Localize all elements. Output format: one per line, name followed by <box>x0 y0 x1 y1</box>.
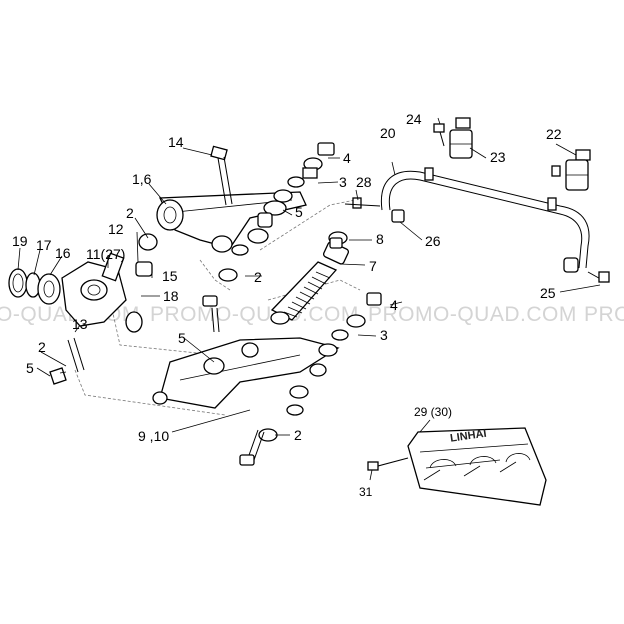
guide-shock-top <box>259 199 356 251</box>
watermark-center-b: PROMO-QUAD.COM <box>368 303 577 326</box>
callout-5-mid: 5 <box>295 204 303 220</box>
callout-1-6: 1,6 <box>132 171 152 187</box>
callout-20: 20 <box>380 125 396 141</box>
callout-25: 25 <box>540 285 556 301</box>
lower-a-arm <box>152 337 340 409</box>
guide-knuckle-arm <box>109 299 246 359</box>
bar-clamps <box>433 117 591 191</box>
callout-17: 17 <box>36 237 52 253</box>
callout-7: 7 <box>369 258 377 274</box>
callouts: 14 4 3 1,6 2 5 8 7 2 12 11(27) 15 18 16 … <box>12 111 562 499</box>
guide-knuckle-lower <box>74 369 226 416</box>
callout-26: 26 <box>425 233 441 249</box>
callout-8: 8 <box>376 231 384 247</box>
callout-2-knuckle: 2 <box>38 339 46 355</box>
middle-fasteners <box>202 197 381 333</box>
guard-emblem-text: LINHAI <box>449 428 487 445</box>
callout-29-30: 29 (30) <box>414 405 452 419</box>
watermark: O-QUAD.COM PROMO-QUAD.COM PROMO-QUAD.COM… <box>0 303 624 326</box>
callout-19: 19 <box>12 233 28 249</box>
callout-12: 12 <box>108 221 124 237</box>
callout-14: 14 <box>168 134 184 150</box>
callout-2-left: 2 <box>126 205 134 221</box>
leader-lines <box>17 117 601 481</box>
knuckle-assembly <box>8 233 158 385</box>
guard-plate: LINHAI <box>367 427 547 506</box>
upper-bolt-stack <box>231 142 335 256</box>
callout-2-mid: 2 <box>254 269 262 285</box>
lower-bolt-stack <box>239 292 382 466</box>
watermark-right: PRO <box>584 303 624 326</box>
callout-2-lower: 2 <box>294 427 302 443</box>
callout-11-27: 11(27) <box>86 246 125 262</box>
callout-13: 13 <box>72 316 88 332</box>
callout-31: 31 <box>359 485 373 499</box>
bolt-14 <box>210 145 233 206</box>
stabilizer-bar <box>380 167 610 283</box>
callout-15: 15 <box>162 268 178 284</box>
callout-3-lower: 3 <box>380 327 388 343</box>
callout-5-lower-arm: 5 <box>178 330 186 346</box>
callout-28: 28 <box>356 174 372 190</box>
callout-3-top: 3 <box>339 174 347 190</box>
callout-4-top: 4 <box>343 150 351 166</box>
callout-18: 18 <box>163 288 179 304</box>
callout-5-knuckle: 5 <box>26 360 34 376</box>
alignment-guides <box>74 199 361 416</box>
callout-24: 24 <box>406 111 422 127</box>
guide-bolt-column <box>199 259 231 291</box>
callout-9-10: 9 ,10 <box>138 428 169 444</box>
callout-22: 22 <box>546 126 562 142</box>
watermark-center-a: PROMO-QUAD.COM <box>150 303 359 326</box>
callout-16: 16 <box>55 245 71 261</box>
callout-23: 23 <box>490 149 506 165</box>
callout-4-lower: 4 <box>390 297 398 313</box>
